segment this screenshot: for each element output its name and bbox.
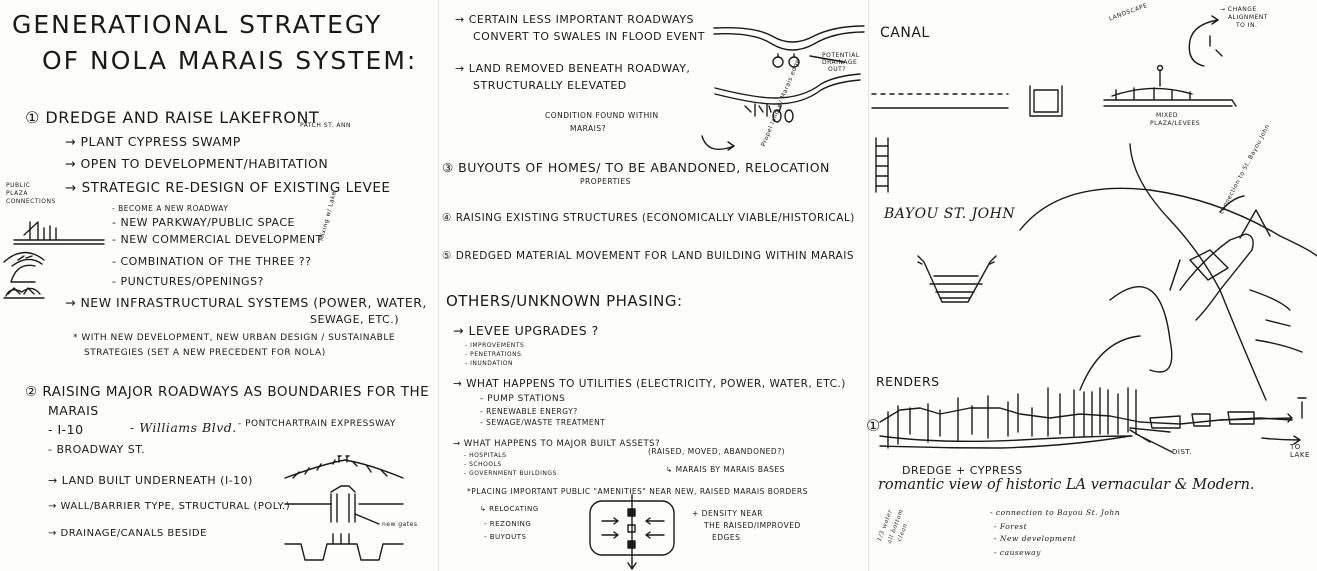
side-note: Mixing w/ Lake — [318, 190, 339, 242]
potential-drainage-label: POTENTIAL — [822, 52, 860, 59]
section-3: ③ BUYOUTS OF HOMES/ TO BE ABANDONED, REL… — [442, 160, 830, 175]
section-2-item: → LAND BUILT UNDERNEATH (I-10) — [48, 474, 253, 487]
assets-item: - SCHOOLS — [464, 461, 502, 468]
potential-drainage-label: OUT? — [828, 66, 846, 73]
note-3: CONDITION FOUND WITHIN — [545, 111, 659, 120]
canal-note: → CHANGE — [1220, 6, 1257, 13]
mixed-label: MIXED — [1156, 112, 1178, 119]
levee-item: - PENETRATIONS — [465, 351, 522, 358]
margin-note: PUBLIC PLAZA CONNECTIONS — [6, 182, 56, 205]
section-1-infra-cont: SEWAGE, ETC.) — [310, 313, 399, 326]
section-2-heading: ② RAISING MAJOR ROADWAYS AS BOUNDARIES F… — [25, 384, 430, 400]
section-1-item: → PLANT CYPRESS SWAMP — [65, 134, 241, 149]
renders-heading: RENDERS — [876, 374, 940, 389]
utilities-item: - RENEWABLE ENERGY? — [480, 407, 578, 416]
assets-note: (RAISED, MOVED, ABANDONED?) — [648, 447, 786, 456]
assets-note: ↳ MARAIS BY MARAIS BASES — [666, 465, 785, 474]
road-item: - BROADWAY ST. — [48, 443, 146, 456]
new-gates-label: new gates — [382, 521, 418, 528]
section-1-infra: → NEW INFRASTRUCTURAL SYSTEMS (POWER, WA… — [65, 295, 427, 310]
placing-item: ↳ RELOCATING — [480, 505, 539, 513]
utilities-item: - PUMP STATIONS — [480, 394, 566, 404]
levee-heading: → LEVEE UPGRADES ? — [453, 323, 599, 338]
render-list-item: - Forest — [994, 522, 1028, 531]
section-5: ⑤ DREDGED MATERIAL MOVEMENT FOR LAND BUI… — [442, 250, 855, 262]
canal-note: TO IN. — [1236, 22, 1258, 29]
canal-heading: CANAL — [880, 25, 930, 41]
section-1-subitem: - PUNCTURES/OPENINGS? — [112, 275, 264, 288]
density-note: THE RAISED/IMPROVED — [704, 521, 801, 530]
potential-drainage-label: DRAINAGE — [822, 59, 858, 66]
levee-section-sketch — [10, 264, 36, 283]
render-number: ① — [866, 416, 881, 435]
levee-item: - INUNDATION — [465, 360, 514, 367]
section-1-subitem: - COMBINATION OF THE THREE ?? — [112, 255, 312, 268]
assets-item: - GOVERNMENT BUILDINGS — [464, 470, 557, 477]
marais-border-sketch — [589, 494, 675, 570]
utilities-heading: → WHAT HAPPENS TO UTILITIES (ELECTRICITY… — [453, 378, 846, 390]
canal-note: ALIGNMENT — [1228, 14, 1268, 21]
placing-item: - BUYOUTS — [484, 533, 527, 541]
panel-divider — [438, 0, 439, 571]
render-list-item: - causeway — [994, 548, 1041, 557]
page-title-line-2: OF NOLA MARAIS SYSTEM: — [42, 46, 418, 75]
elevated-roadway-sketch — [714, 73, 861, 123]
road-item: - Williams Blvd. — [130, 420, 237, 435]
note-2-cont: STRUCTURALLY ELEVATED — [473, 79, 627, 92]
placing-note: *PLACING IMPORTANT PUBLIC "AMENITIES" NE… — [467, 487, 808, 496]
levee-item: - IMPROVEMENTS — [465, 342, 525, 349]
bayou-section-sketch — [917, 255, 997, 303]
section-1-item: → OPEN TO DEVELOPMENT/HABITATION — [65, 156, 329, 171]
dredge-label: DREDGE + CYPRESS — [902, 464, 1023, 477]
road-item: - PONTCHARTRAIN EXPRESSWAY — [238, 419, 396, 429]
render-sketch — [879, 387, 1307, 453]
levee-sketch — [3, 221, 105, 299]
density-note: EDGES — [712, 533, 741, 542]
section-1-subitem: - NEW COMMERCIAL DEVELOPMENT — [112, 233, 323, 246]
canal-plan-sketch — [1188, 15, 1223, 67]
section-1-star-note-cont: STRATEGIES (SET A NEW PRECEDENT FOR NOLA… — [84, 348, 326, 358]
section-3-cont: PROPERTIES — [580, 177, 631, 186]
section-2-item: → DRAINAGE/CANALS BESIDE — [48, 528, 207, 539]
district-label: DIST. — [1172, 448, 1193, 456]
note-1: → CERTAIN LESS IMPORTANT ROADWAYS — [455, 13, 695, 26]
mixed-label: PLAZA/LEVEES — [1150, 120, 1201, 127]
utilities-item: - SEWAGE/WASTE TREATMENT — [480, 418, 606, 427]
placing-item: - REZONING — [484, 520, 532, 528]
note-1-cont: CONVERT TO SWALES IN FLOOD EVENT — [473, 30, 706, 43]
page-title-line-1: GENERATIONAL STRATEGY — [12, 10, 383, 39]
canal-section-sketch — [871, 64, 1237, 117]
raised-roadway-sketch — [284, 455, 404, 561]
bayou-map-sketch — [1019, 143, 1317, 401]
note-2: → LAND REMOVED BENEATH ROADWAY, — [455, 62, 691, 75]
bayou-heading: BAYOU ST. JOHN — [884, 206, 1016, 222]
section-1-item: → STRATEGIC RE-DESIGN OF EXISTING LEVEE — [65, 180, 391, 196]
others-heading: OTHERS/UNKNOWN PHASING: — [446, 292, 683, 310]
panel-divider — [868, 0, 869, 571]
landscape-label: LANDSCAPE — [1108, 2, 1149, 23]
density-note: + DENSITY NEAR — [692, 509, 764, 518]
render-list-item: - connection to Bayou St. John — [990, 508, 1121, 517]
render-list-item: - New development — [994, 534, 1077, 543]
section-2-item: → WALL/BARRIER TYPE, STRUCTURAL (POLY.) — [48, 501, 291, 512]
ladder-sketch — [875, 137, 889, 193]
swale-sketch — [713, 25, 865, 68]
arrow-sketch — [701, 135, 735, 151]
section-1-heading: ① DREDGE AND RAISE LAKEFRONT — [25, 108, 320, 127]
road-item: - I-10 — [48, 422, 84, 437]
assets-heading: → WHAT HAPPENS TO MAJOR BUILT ASSETS? — [453, 439, 661, 449]
assets-item: - HOSPITALS — [464, 452, 507, 459]
render-caption: romantic view of historic LA vernacular … — [878, 477, 1255, 493]
section-1-star-note: * WITH NEW DEVELOPMENT, NEW URBAN DESIGN… — [73, 333, 396, 343]
lake-label: TO LAKE — [1290, 443, 1310, 459]
section-2-heading-cont: MARAIS — [48, 403, 99, 418]
note-3-cont: MARAIS? — [570, 124, 607, 133]
section-1-subitem: - NEW PARKWAY/PUBLIC SPACE — [112, 216, 295, 229]
section-4: ④ RAISING EXISTING STRUCTURES (ECONOMICA… — [442, 212, 855, 224]
section-1-note: PATCH ST. ANN — [300, 122, 351, 129]
section-1-subitem: - BECOME A NEW ROADWAY — [112, 204, 229, 213]
